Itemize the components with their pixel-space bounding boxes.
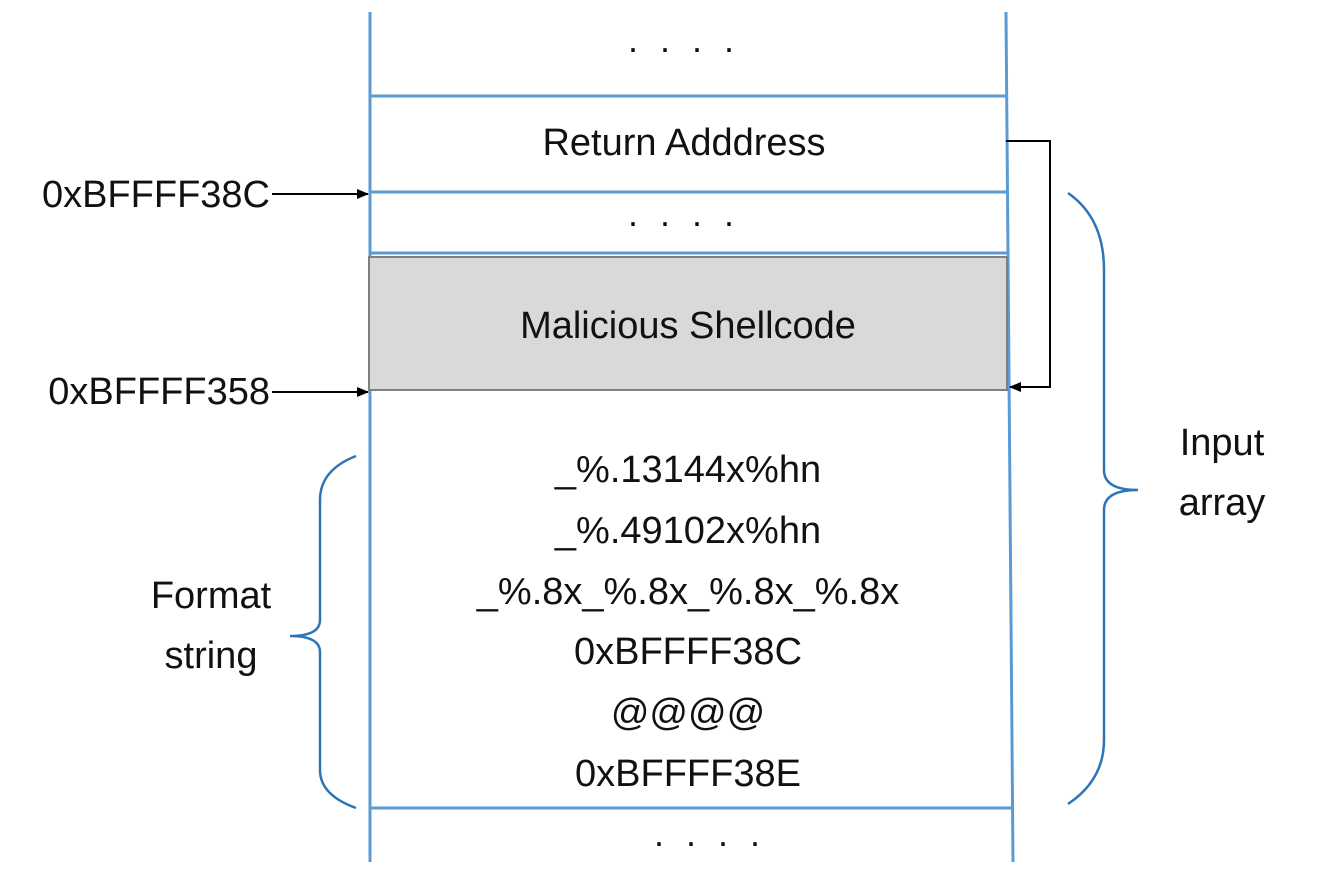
format-line: _%.8x_%.8x_%.8x_%.8x <box>476 571 899 613</box>
shellcode-block <box>368 256 1008 391</box>
format-string-label-line2: string <box>165 635 258 677</box>
input-array-brace <box>1067 191 1139 806</box>
format-line: _%.13144x%hn <box>554 449 821 491</box>
format-line: @@@@ <box>611 692 765 734</box>
input-array-label-line2: array <box>1179 482 1266 524</box>
format-string-label-line1: Format <box>151 575 272 617</box>
stack-right-wall <box>1004 11 1015 863</box>
shellcode-label: Malicious Shellcode <box>520 305 856 347</box>
address-upper: 0xBFFFF38C <box>42 174 270 216</box>
address-lower: 0xBFFFF358 <box>48 371 270 413</box>
format-line: _%.49102x%hn <box>554 510 821 552</box>
top-ellipsis: . . . . <box>628 19 740 60</box>
format-string-brace <box>289 454 357 810</box>
return-redirect-arrow <box>1006 140 1051 392</box>
gap-ellipsis: . . . . <box>628 193 740 234</box>
bottom-ellipsis: . . . . <box>654 813 766 854</box>
return-address-label: Return Adddress <box>542 122 825 164</box>
input-array-label-line1: Input <box>1180 422 1265 464</box>
format-line: 0xBFFFF38C <box>574 631 802 673</box>
format-line: 0xBFFFF38E <box>575 753 801 795</box>
